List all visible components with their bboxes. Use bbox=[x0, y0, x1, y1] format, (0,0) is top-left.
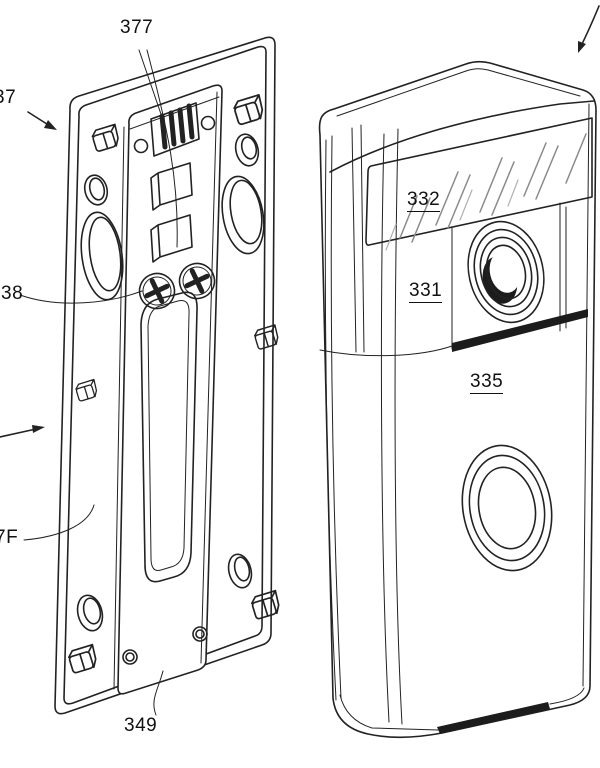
connector-openings bbox=[150, 162, 193, 263]
callout-377: 377 bbox=[120, 17, 154, 38]
leader-377-a bbox=[138, 49, 164, 121]
doorbell-body bbox=[318, 60, 597, 739]
camera-section bbox=[319, 202, 588, 357]
faceplate-seam-band bbox=[452, 309, 588, 352]
glass-window bbox=[365, 117, 593, 251]
callout-332: 332 bbox=[407, 189, 441, 212]
callout-7f-partial: 7F bbox=[0, 527, 19, 548]
callout-335: 335 bbox=[470, 371, 504, 394]
leader-38 bbox=[19, 290, 143, 304]
back-plate-left-column-features bbox=[66, 123, 124, 675]
callout-38: 38 bbox=[1, 283, 24, 304]
arrow-top-left bbox=[27, 111, 57, 130]
callout-349: 349 bbox=[124, 715, 158, 736]
arrow-top-right bbox=[578, 5, 600, 53]
vent-slots bbox=[150, 102, 200, 157]
callout-331: 331 bbox=[409, 280, 443, 303]
front-plate-small-holes bbox=[122, 115, 216, 665]
arrow-mid-left bbox=[0, 425, 45, 438]
doorbell-button bbox=[461, 444, 553, 572]
leader-349 bbox=[153, 670, 164, 716]
mounting-front-plate bbox=[113, 84, 223, 695]
callout-37-partial: 37 bbox=[0, 87, 17, 108]
leader-lines bbox=[0, 5, 600, 716]
leader-7f bbox=[23, 504, 95, 541]
leader-377-b bbox=[146, 49, 178, 248]
camera-lens bbox=[467, 220, 545, 324]
back-plate-right-column-features bbox=[221, 93, 283, 621]
cable-slot bbox=[140, 291, 198, 583]
